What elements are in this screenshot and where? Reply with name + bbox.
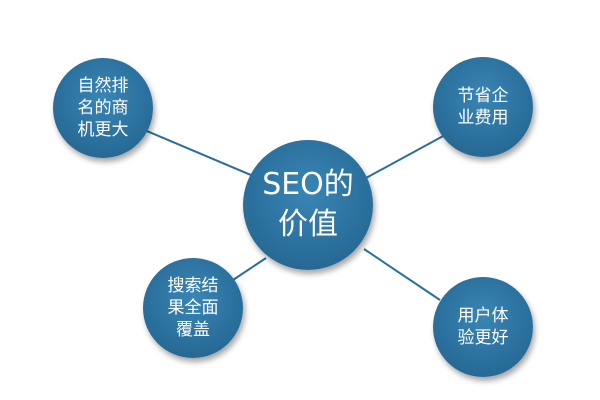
node-user-experience-label: 用户体 验更好 [457,306,509,348]
node-natural-ranking: 自然排 名的商 机更大 [53,58,153,158]
node-search-coverage: 搜索结 果全面 覆盖 [143,258,243,358]
node-user-experience: 用户体 验更好 [433,277,533,377]
connector-bottom-left [229,257,267,283]
node-search-coverage-label: 搜索结 果全面 覆盖 [167,276,219,340]
center-node-label: SEO的 价值 [262,167,354,242]
node-save-costs-label: 节省企 业费用 [457,86,509,128]
connector-bottom-right [363,248,441,301]
center-node-seo-value: SEO的 价值 [243,140,373,270]
node-natural-ranking-label: 自然排 名的商 机更大 [77,76,129,140]
node-save-costs: 节省企 业费用 [433,57,533,157]
connector-top-right [365,134,446,179]
connector-top-left [134,125,259,179]
